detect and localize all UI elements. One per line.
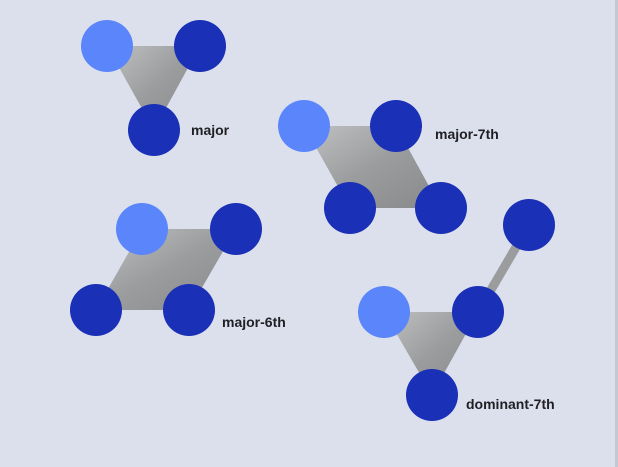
major-6th-fifth-note <box>70 284 122 336</box>
major-6th-root-note <box>116 203 168 255</box>
major-third-note <box>174 20 226 72</box>
dominant-7th-fifth-note <box>406 369 458 421</box>
major-6th-third-note <box>210 203 262 255</box>
major-7th-label: major-7th <box>435 126 499 142</box>
window-edge <box>615 0 618 467</box>
major-6th-sixth-note <box>163 284 215 336</box>
major-7th-fifth-note <box>324 182 376 234</box>
dominant-7th-seventh-note <box>503 199 555 251</box>
dominant-7th-label: dominant-7th <box>466 396 555 412</box>
major-7th-third-note <box>370 100 422 152</box>
dominant-7th-chord-shape <box>358 199 555 421</box>
major-6th-chord-shape <box>70 203 262 336</box>
major-7th-chord-shape <box>278 100 467 234</box>
major-shape-fill <box>107 46 200 130</box>
dominant-7th-shape-fill <box>384 312 478 395</box>
major-root-note <box>81 20 133 72</box>
dominant-7th-root-note <box>358 286 410 338</box>
major-7th-root-note <box>278 100 330 152</box>
major-fifth-note <box>128 104 180 156</box>
major-chord-shape <box>81 20 226 156</box>
major-7th-seventh-note <box>415 182 467 234</box>
major-label: major <box>191 122 230 138</box>
dominant-7th-third-note <box>452 286 504 338</box>
major-6th-label: major-6th <box>222 314 286 330</box>
